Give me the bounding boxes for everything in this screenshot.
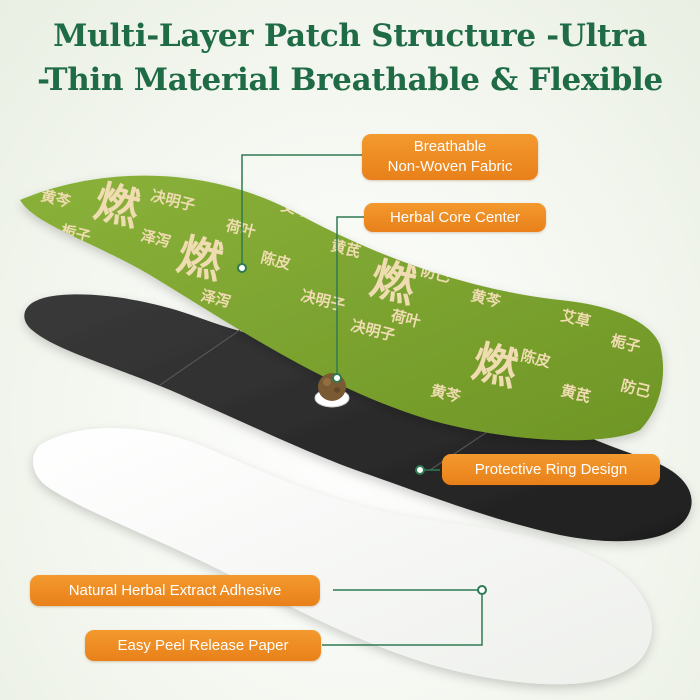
- adhesive-label-text: Natural Herbal Extract Adhesive: [68, 581, 282, 599]
- release-paper-layer: [33, 428, 652, 685]
- title-line-2: -Thin Material Breathable & Flexible: [37, 62, 663, 98]
- adhesive-fold-line: [159, 329, 241, 386]
- release-paper-label: Easy Peel Release Paper: [85, 630, 321, 661]
- adhesive-label: Natural Herbal Extract Adhesive: [30, 575, 320, 606]
- fabric-marker-dot: [237, 263, 247, 273]
- protective-ring-label: Protective Ring Design: [442, 454, 660, 485]
- connector-lines: [241, 154, 483, 646]
- adhesive-marker-dot: [477, 585, 487, 595]
- fabric-layer: [20, 175, 664, 441]
- title-line-1: Multi-Layer Patch Structure -Ultra: [53, 18, 647, 54]
- protective-ring-label-text: Protective Ring Design: [474, 460, 628, 478]
- fabric-label: Breathable Non-Woven Fabric: [362, 134, 538, 180]
- herbal-core-label-text: Herbal Core Center: [389, 208, 521, 226]
- herbal-core-label: Herbal Core Center: [364, 203, 546, 232]
- fabric-label-line-2: Non-Woven Fabric: [387, 158, 513, 175]
- release-paper-label-text: Easy Peel Release Paper: [117, 636, 289, 654]
- page-title: Multi-Layer Patch Structure -Ultra -Thin…: [0, 14, 700, 102]
- fabric-label-line-1: Breathable: [413, 138, 487, 155]
- core-marker-dot: [332, 373, 342, 383]
- ring-marker-dot: [415, 465, 425, 475]
